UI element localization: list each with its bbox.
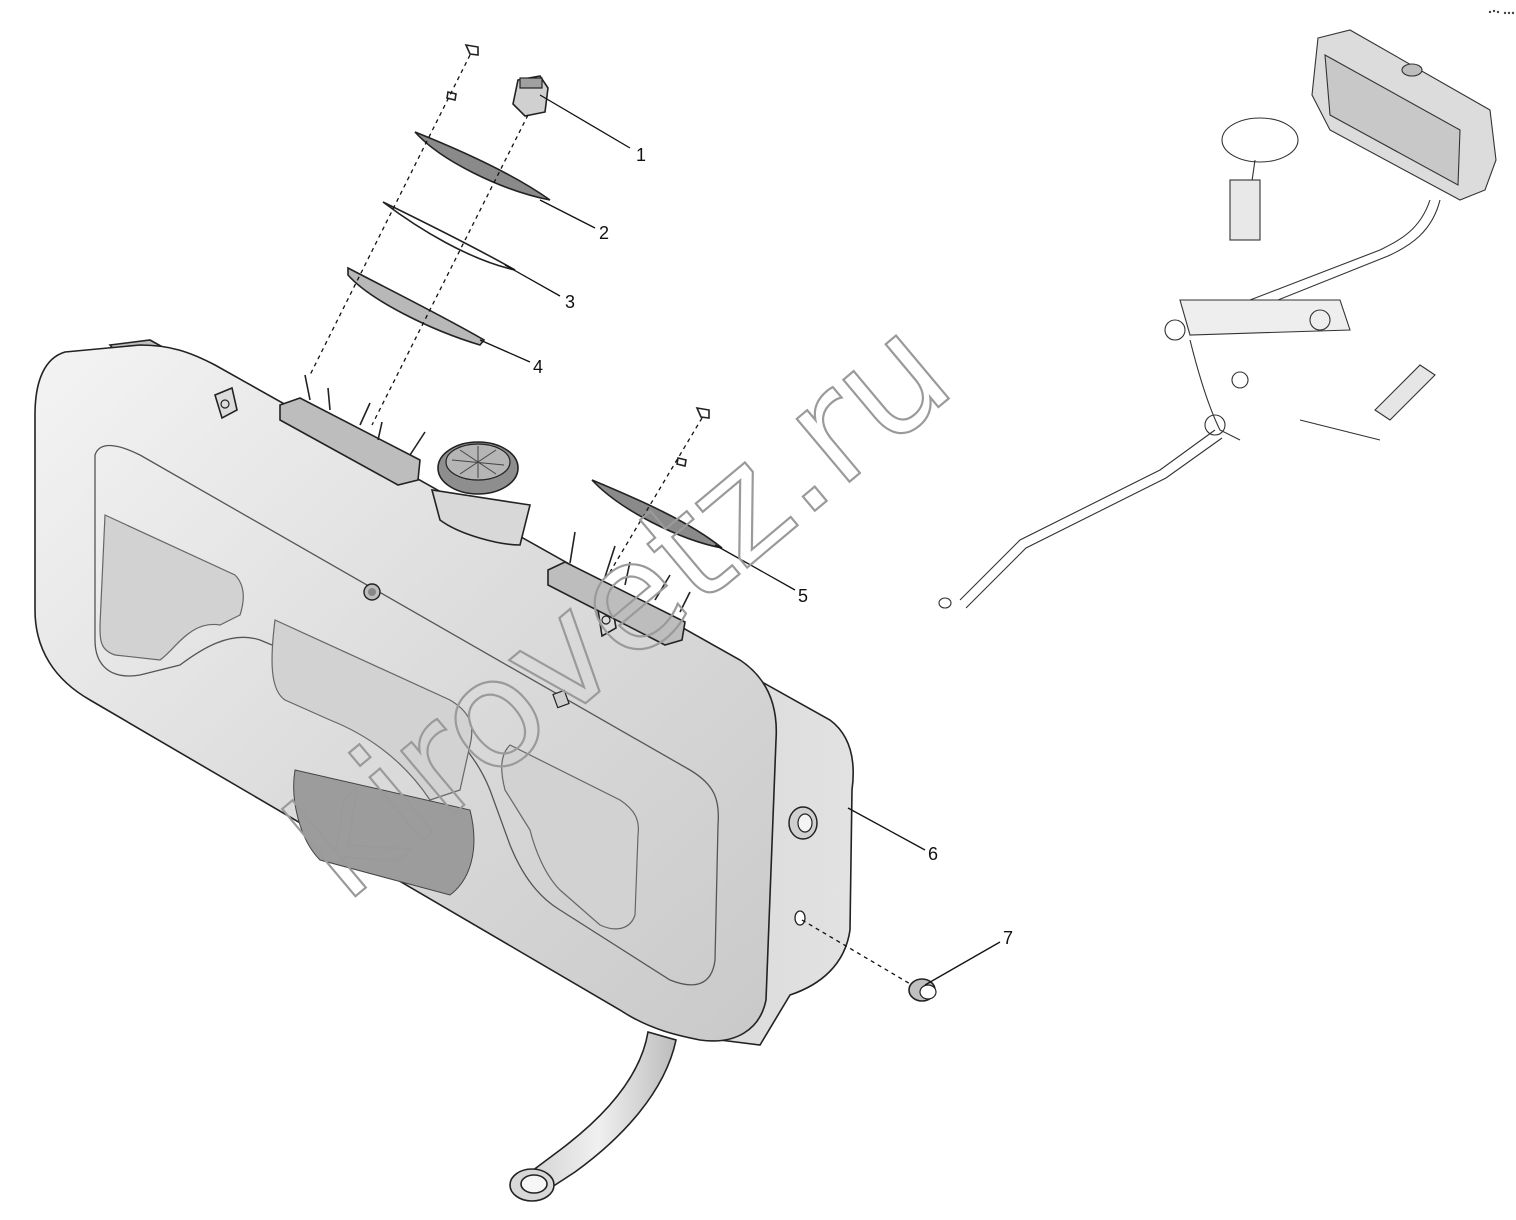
callout-6: 6 — [928, 844, 938, 864]
leader-lines — [479, 94, 1001, 986]
corner-marks — [1488, 9, 1515, 15]
machine-overview — [938, 29, 1497, 609]
right-flange — [547, 531, 691, 646]
left-flange — [279, 374, 426, 486]
callout-2: 2 — [599, 223, 609, 243]
callout-5: 5 — [798, 586, 808, 606]
exploded-parts — [347, 43, 937, 1002]
callout-4: 4 — [533, 357, 543, 377]
callout-numbers: 1 2 3 4 5 6 7 — [533, 145, 1013, 948]
assembly-lines — [309, 54, 913, 986]
filler-pipe — [509, 1030, 677, 1202]
hydraulic-tank — [34, 339, 854, 1046]
callout-7: 7 — [1003, 928, 1013, 948]
callout-3: 3 — [565, 292, 575, 312]
tank-cap — [430, 441, 531, 546]
callout-1: 1 — [636, 145, 646, 165]
